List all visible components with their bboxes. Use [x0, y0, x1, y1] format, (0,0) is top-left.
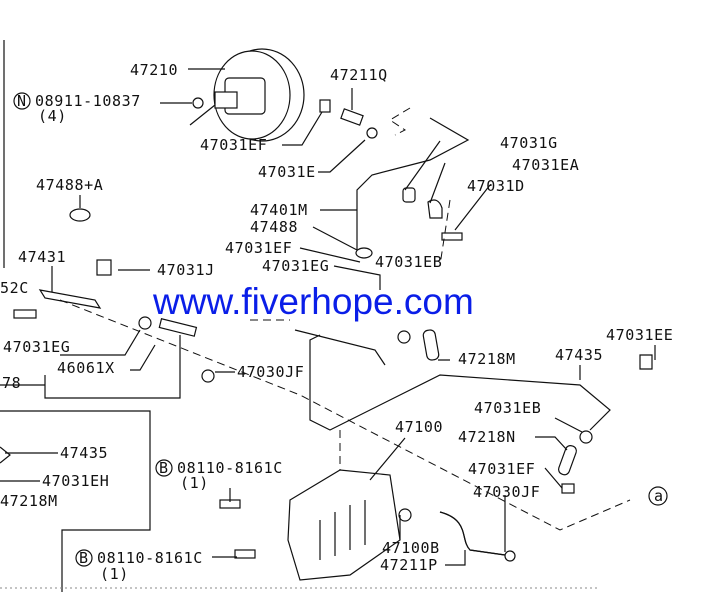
label-b-2: B: [79, 549, 89, 567]
dashed-leaders: [59, 199, 631, 531]
label-47031eh: 47031EH: [42, 472, 109, 490]
fuel-tank: [287, 469, 401, 581]
hose-218m-part: [422, 329, 440, 361]
label-08110-8161c-2: 08110-8161C: [97, 549, 203, 567]
dashed-connector: [389, 107, 411, 136]
label-47100: 47100: [395, 418, 443, 436]
label-47488a: 47488+A: [36, 176, 103, 194]
clamp-eg-part: [138, 316, 152, 330]
clamp-e-part: [366, 127, 378, 139]
b-circle-icon-2: [75, 549, 93, 567]
label-47488: 47488: [250, 218, 298, 236]
label-bolt-qty-2: (1): [100, 565, 129, 583]
label-47031eg: 47031EG: [262, 257, 329, 275]
label-47100b: 47100B: [382, 539, 440, 557]
hose-part: [158, 318, 198, 337]
clamp-jf-part: [201, 369, 215, 383]
label-47435-2: 47435: [60, 444, 108, 462]
grommet-part: [355, 247, 373, 259]
label-47031ea: 47031EA: [512, 156, 579, 174]
clamp-eb-2-part: [579, 430, 593, 444]
hose-211p-inner: [439, 511, 506, 556]
brake-booster: [189, 48, 305, 142]
label-b-1: B: [159, 459, 169, 477]
label-ref-a: a: [654, 487, 664, 505]
n-circle-icon: [13, 92, 31, 110]
label-47031d: 47031D: [467, 177, 525, 195]
grommet-a-part: [69, 208, 91, 222]
watermark: www.fiverhope.com: [152, 281, 474, 322]
label-78: 78: [2, 374, 21, 392]
label-08911-10837: 08911-10837: [35, 92, 141, 110]
label-bolt-qty-1: (1): [180, 474, 209, 492]
label-47031eb: 47031EB: [375, 253, 442, 271]
bracket-part: [38, 289, 102, 309]
label-47431: 47431: [18, 248, 66, 266]
label-47218n: 47218N: [458, 428, 516, 446]
clamp-part: [319, 99, 331, 113]
label-47031g: 47031G: [500, 134, 558, 152]
b-circle-icon: [155, 459, 173, 477]
bolt-2-part: [234, 549, 256, 559]
label-46061x: 46061X: [57, 359, 115, 377]
label-47435: 47435: [555, 346, 603, 364]
label-nut-qty: (4): [38, 107, 67, 125]
bolt-part: [13, 309, 37, 319]
clamp-jf-2-part: [504, 550, 516, 562]
clamp-g-part: [402, 187, 416, 203]
label-47218m: 47218M: [458, 350, 516, 368]
clamp-ef-3-part: [561, 483, 575, 494]
clip-j-part: [96, 259, 112, 276]
label-47401m: 47401M: [250, 201, 308, 219]
label-08110-8161c: 08110-8161C: [177, 459, 283, 477]
bolt-d-part: [441, 232, 463, 241]
clamp-eb-part: [397, 330, 411, 344]
tube-end-part: [0, 446, 11, 464]
hose-q-part: [340, 108, 364, 126]
label-52c: 52C: [0, 279, 29, 297]
label-47031ee: 47031EE: [606, 326, 673, 344]
label-47031ef-3: 47031EF: [468, 460, 535, 478]
clip-ee-part: [639, 354, 653, 370]
hose-218n-part: [557, 445, 577, 476]
label-47211p: 47211P: [380, 556, 438, 574]
label-47031eb-2: 47031EB: [474, 399, 541, 417]
nut-part: [192, 97, 204, 109]
label-47218m-2: 47218M: [0, 492, 58, 510]
vacuum-tube: [356, 117, 470, 250]
label-47210: 47210: [130, 61, 178, 79]
label-47031e: 47031E: [258, 163, 316, 181]
label-47030jf: 47030JF: [237, 363, 304, 381]
label-47031ef: 47031EF: [200, 136, 267, 154]
label-n: N: [17, 92, 27, 110]
group-bracket-line: [44, 335, 181, 399]
ref-a-circle-icon: [648, 486, 668, 506]
nut-100b-part: [398, 508, 412, 522]
fuel-tube: [294, 329, 611, 431]
label-47031eg-2: 47031EG: [3, 338, 70, 356]
inset-frame: [0, 410, 151, 592]
leader-lines: [0, 68, 656, 566]
label-47031ef-2: 47031EF: [225, 239, 292, 257]
label-47211q: 47211Q: [330, 66, 388, 84]
label-47030jf-2: 47030JF: [473, 483, 540, 501]
label-47031j: 47031J: [157, 261, 215, 279]
